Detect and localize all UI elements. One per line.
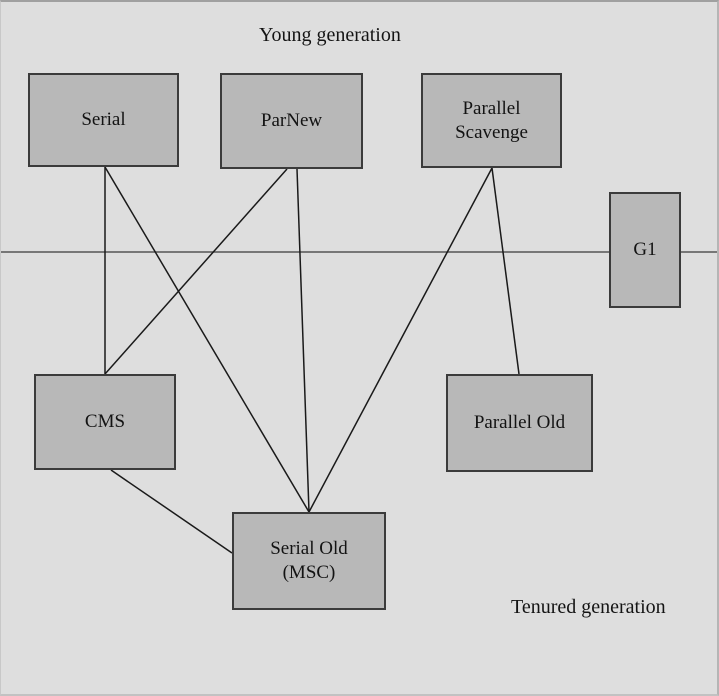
node-cms[interactable]: CMS [34, 374, 176, 470]
node-parallel-scavenge[interactable]: Parallel Scavenge [421, 73, 562, 168]
edge-parallel-scavenge-to-parallel-old [491, 167, 520, 375]
node-parallel-old[interactable]: Parallel Old [446, 374, 593, 472]
node-label-parnew: ParNew [260, 110, 323, 132]
node-label-serial: Serial [81, 109, 126, 131]
young-generation-label: Young generation [259, 24, 401, 46]
node-serial[interactable]: Serial [28, 73, 179, 167]
node-parnew[interactable]: ParNew [220, 73, 363, 169]
tenured-generation-label: Tenured generation [511, 596, 666, 618]
node-label-serial-old: Serial Old (MSC) [270, 538, 348, 583]
edge-parnew-to-serial-old [296, 168, 310, 513]
node-label-cms: CMS [84, 411, 126, 433]
node-label-parallel-old: Parallel Old [473, 412, 566, 434]
node-label-parallel-scavenge: Parallel Scavenge [455, 97, 528, 143]
node-g1[interactable]: G1 [609, 192, 681, 308]
edge-parnew-to-cms [104, 168, 288, 375]
node-label-g1: G1 [633, 239, 657, 261]
edge-cms-to-serial-old [110, 469, 233, 554]
node-serial-old[interactable]: Serial Old (MSC) [232, 512, 386, 610]
